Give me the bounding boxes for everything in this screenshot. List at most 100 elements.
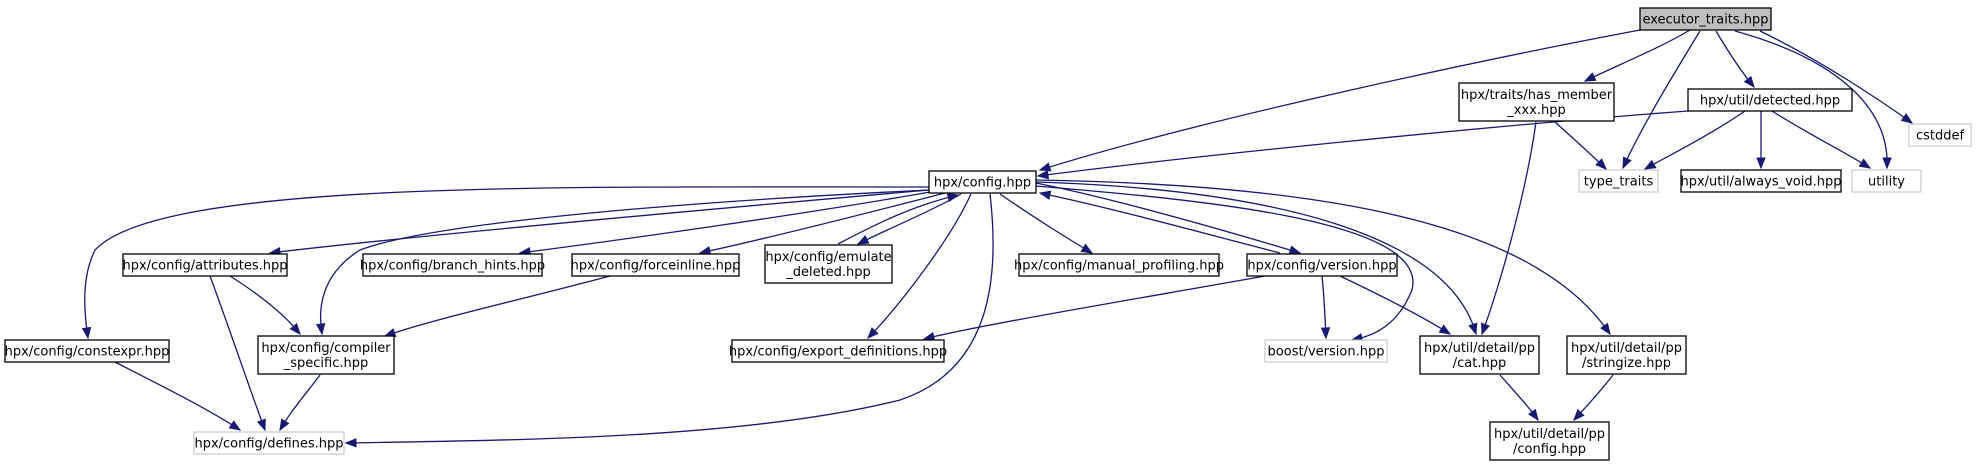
node-config[interactable]: hpx/config.hpp xyxy=(928,170,1037,194)
edge-has_member-to-pp_cat xyxy=(1481,121,1537,336)
edge-attributes-to-compiler_specific xyxy=(229,275,301,336)
node-label: /config.hpp xyxy=(1513,442,1586,457)
node-boost_version[interactable]: boost/version.hpp xyxy=(1264,339,1388,363)
edge-config-to-compiler_specific xyxy=(315,189,930,336)
node-label: boost/version.hpp xyxy=(1268,345,1385,360)
node-box xyxy=(1018,253,1220,277)
node-always_void[interactable]: hpx/util/always_void.hpp xyxy=(1680,169,1842,193)
edge-pp_cat-to-pp_config xyxy=(1499,374,1539,422)
edge-line xyxy=(319,189,930,335)
node-detected[interactable]: hpx/util/detected.hpp xyxy=(1687,88,1853,112)
node-compiler_specific[interactable]: hpx/config/compiler_specific.hpp xyxy=(257,335,395,375)
arrowhead xyxy=(1038,190,1052,200)
node-pp_cat[interactable]: hpx/util/detail/pp/cat.hpp xyxy=(1419,335,1540,375)
node-pp_config[interactable]: hpx/util/detail/pp/config.hpp xyxy=(1489,421,1610,461)
arrowhead xyxy=(1438,324,1452,335)
arrowhead xyxy=(1038,162,1052,172)
node-utility[interactable]: utility xyxy=(1851,169,1922,193)
edge-executor_traits-to-config xyxy=(1038,29,1641,172)
node-label: hpx/util/detail/pp xyxy=(1571,341,1682,356)
edge-pp_stringize-to-pp_config xyxy=(1573,374,1614,421)
arrowhead xyxy=(1743,75,1755,89)
node-label: hpx/config/constexpr.hpp xyxy=(5,345,170,360)
edge-version-to-export_definitions xyxy=(922,275,1266,342)
edge-config-to-export_definitions xyxy=(867,193,972,339)
arrowhead xyxy=(1858,158,1872,169)
arrowhead xyxy=(1756,157,1766,170)
edge-line xyxy=(269,189,930,254)
edge-line xyxy=(1035,185,1414,341)
edge-config-to-pp_cat xyxy=(1035,181,1478,336)
node-label: hpx/config/defines.hpp xyxy=(194,437,343,452)
node-defines[interactable]: hpx/config/defines.hpp xyxy=(193,431,345,455)
edge-line xyxy=(867,193,972,339)
node-forceinline[interactable]: hpx/config/forceinline.hpp xyxy=(571,253,741,277)
node-has_member[interactable]: hpx/traits/has_member_xxx.hpp xyxy=(1458,82,1615,122)
node-label: hpx/util/always_void.hpp xyxy=(1680,175,1841,190)
arrowhead xyxy=(1622,156,1632,170)
arrowhead xyxy=(81,326,92,340)
edge-attributes-to-defines xyxy=(209,275,266,432)
arrowhead xyxy=(1595,158,1607,170)
arrowhead xyxy=(1600,322,1611,336)
edge-config-to-constexpr xyxy=(81,186,930,340)
node-label: _specific.hpp xyxy=(283,356,369,371)
node-box xyxy=(1908,123,1972,147)
edge-line xyxy=(84,186,930,339)
edge-executor_traits-to-has_member xyxy=(1583,29,1691,82)
edge-executor_traits-to-detected xyxy=(1715,30,1755,89)
edge-has_member-to-type_traits xyxy=(1554,121,1607,170)
edge-forceinline-to-compiler_specific xyxy=(383,275,611,338)
edge-line xyxy=(1759,30,1913,124)
node-emulate_deleted[interactable]: hpx/config/emulate_deleted.hpp xyxy=(764,244,893,284)
node-pp_stringize[interactable]: hpx/util/detail/pp/stringize.hpp xyxy=(1566,335,1687,375)
node-manual_profiling[interactable]: hpx/config/manual_profiling.hpp xyxy=(1014,253,1224,277)
arrowhead xyxy=(1643,159,1657,170)
edge-version-to-config xyxy=(1038,190,1281,254)
arrowhead xyxy=(256,418,266,432)
arrowhead xyxy=(946,192,960,203)
node-label: executor_traits.hpp xyxy=(1642,13,1768,28)
arrowhead xyxy=(1583,72,1597,82)
node-box xyxy=(928,170,1037,194)
node-label: hpx/config/emulate xyxy=(765,250,891,265)
node-box xyxy=(731,339,945,363)
node-box xyxy=(1419,335,1540,375)
node-label: cstddef xyxy=(1916,129,1965,144)
arrowhead xyxy=(1528,408,1539,422)
node-version[interactable]: hpx/config/version.hpp xyxy=(1246,253,1398,277)
node-label: type_traits xyxy=(1584,175,1654,190)
node-attributes[interactable]: hpx/config/attributes.hpp xyxy=(122,253,288,277)
node-label: /cat.hpp xyxy=(1453,356,1506,371)
node-label: hpx/traits/has_member xyxy=(1461,88,1613,103)
node-executor_traits[interactable]: executor_traits.hpp xyxy=(1639,7,1772,31)
edge-line xyxy=(1039,192,1281,254)
arrowhead xyxy=(1468,322,1478,336)
node-label: _xxx.hpp xyxy=(1506,103,1565,118)
node-box xyxy=(1851,169,1922,193)
node-box xyxy=(1578,169,1659,193)
node-box xyxy=(1246,253,1398,277)
node-label: _deleted.hpp xyxy=(785,265,871,280)
node-cstddef[interactable]: cstddef xyxy=(1908,123,1972,147)
edge-line xyxy=(1584,29,1691,82)
node-box xyxy=(193,431,345,455)
node-constexpr[interactable]: hpx/config/constexpr.hpp xyxy=(4,339,170,363)
node-box xyxy=(1458,82,1615,122)
node-label: hpx/config/compiler xyxy=(261,341,391,356)
edge-line xyxy=(384,275,611,337)
edge-line xyxy=(1644,110,1746,170)
node-export_definitions[interactable]: hpx/config/export_definitions.hpp xyxy=(729,339,947,363)
node-branch_hints[interactable]: hpx/config/branch_hints.hpp xyxy=(360,253,545,277)
edge-line xyxy=(1771,110,1871,169)
node-type_traits[interactable]: type_traits xyxy=(1578,169,1659,193)
edge-emulate_deleted-to-config xyxy=(837,192,960,245)
node-box xyxy=(1489,421,1610,461)
node-label: hpx/util/detected.hpp xyxy=(1700,94,1840,109)
edge-line xyxy=(837,194,959,245)
edge-executor_traits-to-type_traits xyxy=(1622,30,1701,170)
edge-constexpr-to-defines xyxy=(114,361,242,431)
arrowhead xyxy=(315,322,326,336)
edge-line xyxy=(519,191,931,254)
nodes-layer: executor_traits.hpp hpx/traits/has_member… xyxy=(4,7,1972,461)
